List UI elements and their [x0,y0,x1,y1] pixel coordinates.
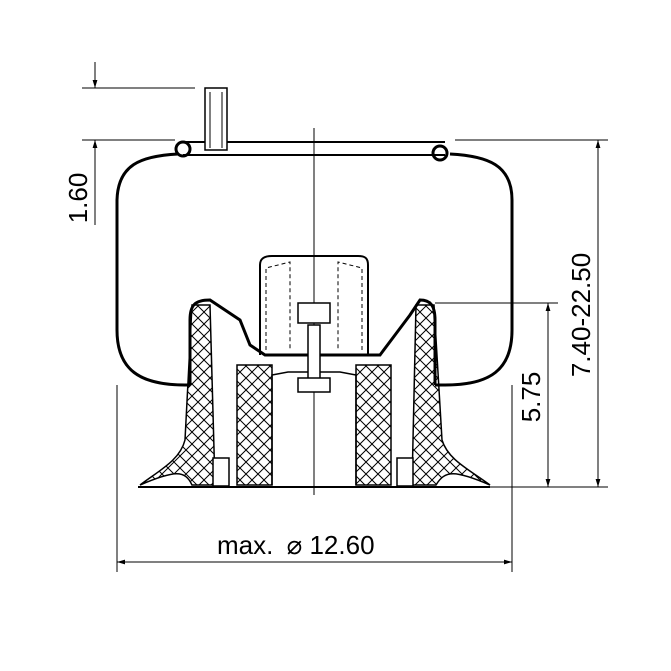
dimension-label-max-diameter: max. ⌀ 12.60 [217,530,375,560]
base-pin-left [212,457,230,487]
piston-core-right [355,364,392,486]
bellows [115,152,514,387]
dimension-piston-height [435,302,558,487]
base-pin-right [396,457,414,487]
dimension-label-overall-height: 7.40-22.50 [566,253,596,377]
piston-outer-wall [139,304,216,486]
nut-bottom [297,377,331,393]
piston-core-left [236,364,273,486]
mounting-stud [204,87,228,151]
bumper [259,255,369,355]
bead-left [174,140,192,158]
dimension-stud-offset [82,62,195,225]
dimension-overall-height [455,139,608,488]
nut-top [297,302,331,324]
bead-right [431,144,449,162]
dimension-label-stud-offset: 1.60 [63,173,93,224]
center-bolt [307,324,321,386]
piston-outer-wall-right [411,304,491,486]
dimension-label-piston-height: 5.75 [516,372,546,423]
dimension-max-diameter [116,385,513,572]
